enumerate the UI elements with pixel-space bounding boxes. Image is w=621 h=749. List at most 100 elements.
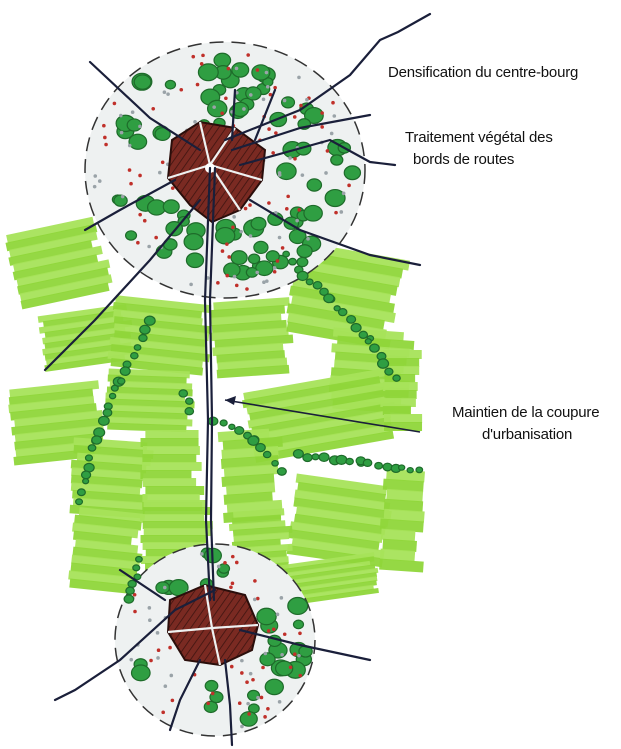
speckle	[262, 280, 266, 284]
speckle	[138, 125, 142, 129]
speckle	[191, 55, 195, 59]
tree	[232, 63, 249, 77]
tree	[184, 234, 203, 250]
tree	[131, 665, 150, 681]
speckle	[262, 97, 266, 101]
field-patch	[377, 469, 430, 573]
speckle	[306, 237, 310, 241]
speckle	[231, 582, 235, 586]
speckle	[278, 700, 282, 704]
tree	[235, 427, 244, 435]
tree	[216, 228, 235, 244]
tree	[208, 100, 227, 116]
tree	[144, 316, 155, 325]
speckle	[276, 613, 280, 617]
speckle	[276, 259, 280, 263]
tree	[163, 200, 179, 214]
speckle	[121, 195, 125, 199]
tree	[263, 451, 270, 457]
tree	[313, 282, 322, 289]
tree	[83, 479, 89, 484]
speckle	[235, 67, 239, 71]
annotation-maintien-line2: d'urbanisation	[452, 424, 599, 446]
speckle	[179, 88, 183, 92]
tree	[198, 64, 218, 81]
tree	[134, 75, 151, 89]
speckle	[227, 255, 231, 259]
speckle	[326, 149, 330, 153]
tree	[265, 679, 283, 694]
speckle	[253, 598, 257, 602]
speckle	[280, 653, 284, 657]
speckle	[297, 208, 301, 212]
annotation-densification: Densification du centre-bourg	[388, 62, 578, 84]
tree	[399, 465, 405, 470]
speckle	[334, 211, 338, 215]
tree	[324, 294, 334, 303]
speckle	[248, 203, 252, 207]
speckle	[163, 586, 167, 590]
speckle	[267, 127, 271, 131]
speckle	[225, 242, 229, 246]
speckle	[253, 579, 257, 583]
tree	[131, 353, 138, 359]
speckle	[147, 245, 151, 249]
speckle	[281, 246, 285, 250]
speckle	[267, 629, 271, 633]
speckle	[120, 131, 124, 135]
tree	[304, 205, 322, 221]
speckle	[168, 646, 172, 650]
tree	[303, 454, 312, 462]
tree	[186, 253, 203, 268]
tree	[416, 467, 423, 473]
tree	[229, 424, 235, 429]
tree	[283, 251, 290, 257]
tree	[88, 445, 96, 451]
speckle	[242, 107, 246, 111]
tree	[293, 450, 303, 458]
speckle	[240, 725, 244, 729]
speckle	[330, 132, 334, 136]
speckle	[161, 160, 165, 164]
tree	[256, 443, 266, 451]
tree	[82, 471, 91, 479]
tree	[346, 458, 353, 464]
tree	[124, 595, 134, 603]
speckle	[238, 701, 242, 705]
speckle	[285, 207, 289, 211]
annotation-maintien-line1: Maintien de la coupure	[452, 402, 599, 424]
tree	[351, 323, 361, 331]
tree	[103, 409, 112, 416]
tree	[205, 681, 218, 692]
speckle	[265, 71, 269, 75]
tree	[407, 468, 413, 473]
speckle	[288, 156, 292, 160]
tree	[118, 378, 125, 384]
speckle	[295, 219, 299, 223]
speckle	[289, 665, 293, 669]
tree	[393, 375, 400, 381]
tree	[370, 344, 380, 352]
tree	[297, 271, 308, 280]
tree	[307, 179, 321, 191]
speckle	[332, 114, 336, 118]
speckle	[249, 93, 253, 97]
tree	[114, 195, 127, 206]
tree	[186, 398, 193, 404]
field-patch	[209, 297, 295, 378]
speckle	[267, 201, 271, 205]
speckle	[138, 213, 142, 217]
speckle	[148, 618, 152, 622]
tree	[85, 455, 92, 461]
speckle	[249, 234, 253, 238]
speckle	[251, 678, 255, 682]
speckle	[245, 680, 249, 684]
tree	[325, 190, 345, 207]
tree	[165, 80, 175, 89]
tree	[109, 393, 115, 398]
tree	[277, 468, 286, 476]
speckle	[256, 597, 260, 601]
annotation-densification-line1: Densification du centre-bourg	[388, 62, 578, 84]
tree	[331, 155, 343, 165]
speckle	[299, 104, 303, 108]
